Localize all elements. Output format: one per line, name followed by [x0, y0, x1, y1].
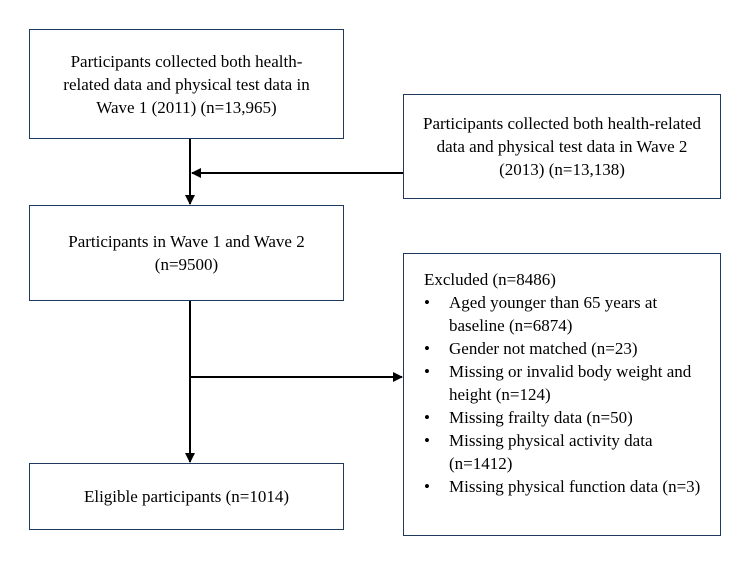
- bullet-icon: •: [424, 293, 430, 312]
- excluded-item: •Missing frailty data (n=50): [424, 408, 633, 427]
- excluded-box: Excluded (n=8486) •Aged younger than 65 …: [403, 253, 721, 536]
- both-waves-text: Participants in Wave 1 and Wave 2 (n=950…: [68, 232, 305, 274]
- excluded-title: Excluded (n=8486): [424, 270, 556, 289]
- excluded-item: •Aged younger than 65 years at baseline …: [424, 293, 658, 335]
- excluded-item: •Missing physical activity data (n=1412): [424, 431, 653, 473]
- excluded-item: •Missing or invalid body weight and heig…: [424, 362, 692, 404]
- bullet-icon: •: [424, 339, 430, 358]
- bullet-icon: •: [424, 408, 430, 427]
- excluded-item: •Gender not matched (n=23): [424, 339, 638, 358]
- both-waves-box: Participants in Wave 1 and Wave 2 (n=950…: [29, 205, 344, 301]
- excluded-item: •Missing physical function data (n=3): [424, 477, 701, 496]
- excluded-list: •Aged younger than 65 years at baseline …: [424, 291, 714, 498]
- wave2-box: Participants collected both health-relat…: [403, 94, 721, 199]
- wave2-text: Participants collected both health-relat…: [422, 114, 702, 179]
- wave1-box: Participants collected both health-relat…: [29, 29, 344, 139]
- eligible-text: Eligible participants (n=1014): [83, 487, 290, 506]
- bullet-icon: •: [424, 431, 430, 450]
- bullet-icon: •: [424, 362, 430, 381]
- bullet-icon: •: [424, 477, 430, 496]
- eligible-box: Eligible participants (n=1014): [29, 463, 344, 530]
- wave1-text: Participants collected both health-relat…: [63, 51, 310, 117]
